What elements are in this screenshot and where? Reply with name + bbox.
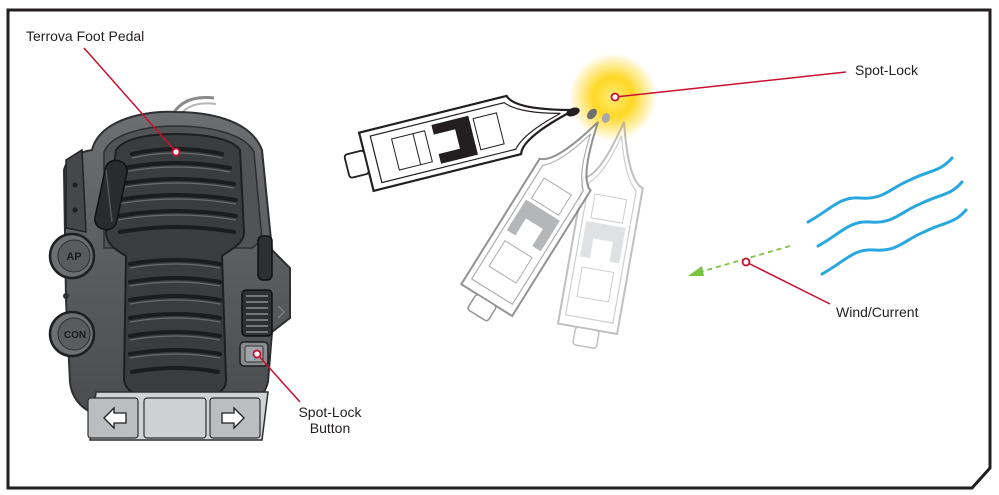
- leader-markers: [171, 92, 751, 359]
- leader-spot-lock-button: [256, 353, 301, 403]
- center-pad: [143, 397, 207, 439]
- boat-ghost-1: [459, 121, 599, 322]
- spot-lock-button-label-line1: Spot-Lock: [298, 404, 362, 420]
- boat-ghost-2: [556, 121, 644, 349]
- leader-spot-lock: [614, 71, 847, 98]
- wind-current-label: Wind/Current: [836, 304, 919, 320]
- spot-lock-button-label-line2: Button: [310, 420, 350, 436]
- con-button-label: CON: [64, 330, 86, 341]
- leader-wind-current: [745, 261, 831, 305]
- right-arrow-icon: [221, 406, 245, 430]
- wind-waves: [806, 156, 968, 276]
- pedal-side-tab: [65, 148, 87, 233]
- foot-pedal-label: Terrova Foot Pedal: [26, 28, 144, 44]
- pedal-arrow-bar: [87, 391, 269, 441]
- trolling-motor-heads: [566, 107, 611, 123]
- con-button[interactable]: CON: [48, 310, 96, 358]
- pedal-grip-bar: [94, 159, 128, 231]
- ap-button[interactable]: AP: [48, 232, 96, 280]
- pedal-ribs: [116, 147, 238, 374]
- ap-button-label: AP: [66, 251, 81, 263]
- spot-lock-label: Spot-Lock: [855, 62, 919, 78]
- leader-lines: [83, 47, 847, 403]
- left-arrow-icon: [103, 406, 127, 430]
- boat-main: [343, 94, 575, 193]
- speed-wheel[interactable]: [241, 289, 285, 337]
- leader-foot-pedal: [83, 47, 177, 153]
- terrova-foot-pedal: AP CON: [48, 96, 291, 441]
- pedal-right-switch[interactable]: [257, 235, 273, 281]
